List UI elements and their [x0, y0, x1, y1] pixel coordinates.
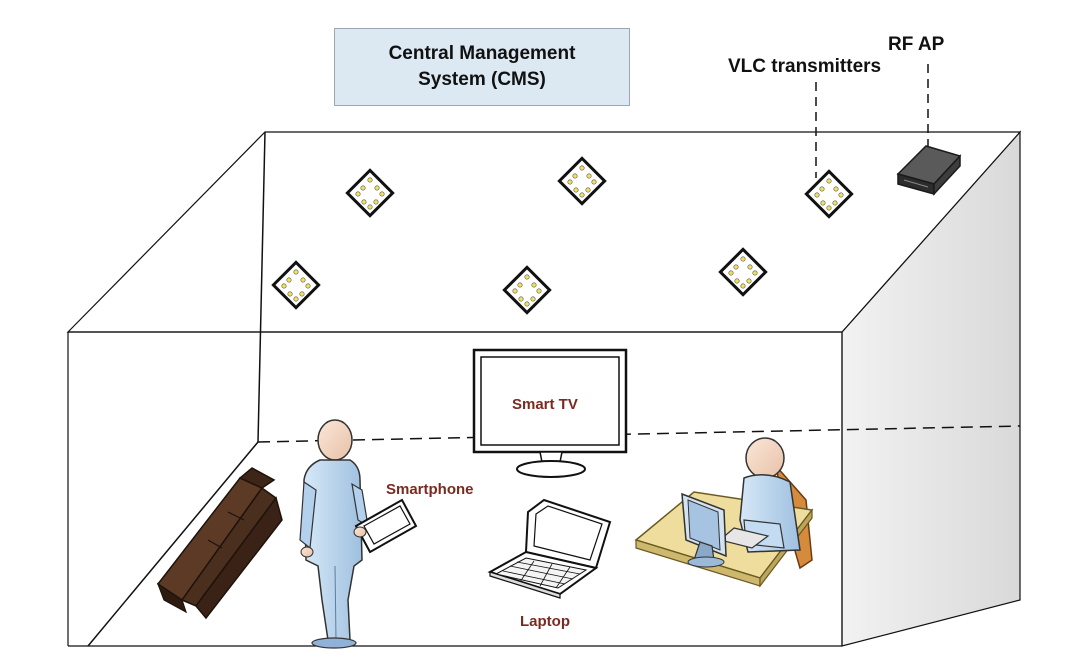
rf-ap-label: RF AP [888, 34, 945, 55]
cms-box: Central Management System (CMS) [334, 28, 630, 106]
rf-ap-device-icon [896, 145, 962, 196]
cms-title-line2: System (CMS) [418, 69, 546, 90]
smartphone-label: Smartphone [386, 481, 474, 498]
smartphone-icon [353, 498, 418, 554]
floor-left-edge [87, 441, 259, 647]
laptop-icon [487, 498, 612, 599]
standing-person-icon [299, 419, 369, 649]
desk-worker-icon [634, 437, 814, 588]
cms-title-line1: Central Management [388, 43, 576, 64]
floor-back-edge [257, 425, 1021, 443]
back-left-corner [257, 131, 266, 443]
sofa-icon [156, 467, 283, 620]
vlc-transmitters-label: VLC transmitters [728, 56, 882, 77]
laptop-label: Laptop [520, 613, 570, 630]
smart-tv-label: Smart TV [512, 396, 578, 413]
smart-tv-icon [472, 348, 628, 478]
